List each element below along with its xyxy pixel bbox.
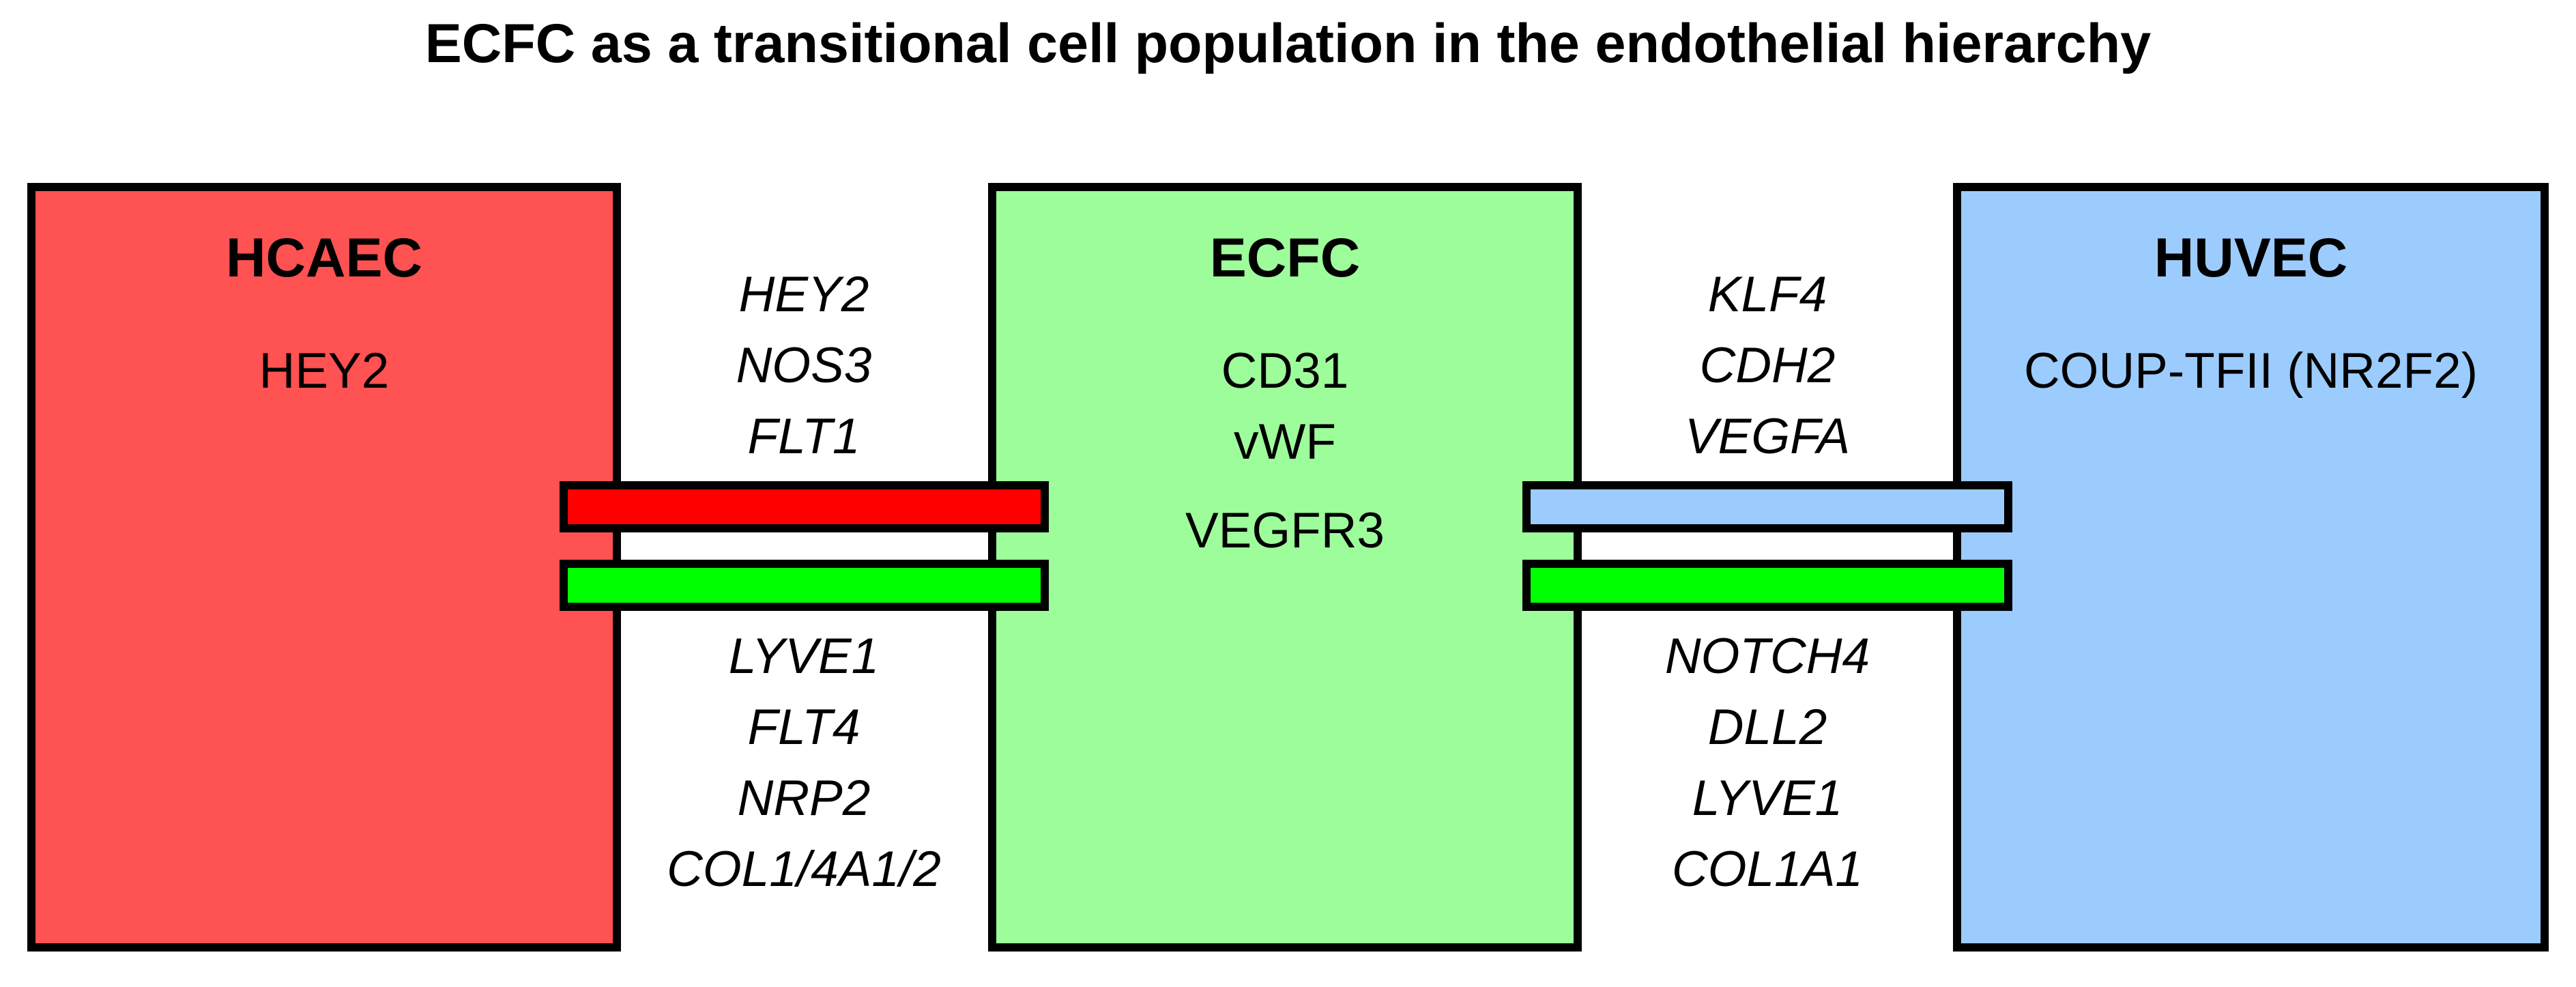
ecfc-marker-list: CD31 vWF VEGFR3	[996, 336, 1574, 567]
hcaec-ecfc-bottom-gene-list: LYVE1 FLT4 NRP2 COL1/4A1/2	[613, 621, 995, 905]
gene-label: FLT4	[747, 700, 860, 755]
gene-label: KLF4	[1707, 267, 1827, 322]
huvec-marker-list: COUP-TFII (NR2F2)	[1961, 336, 2541, 407]
gene-label: VEGFA	[1684, 409, 1851, 464]
ecfc-title: ECFC	[1209, 227, 1361, 289]
gene-label: CDH2	[1699, 338, 1836, 393]
hcaec-marker-list: HEY2	[35, 336, 613, 407]
ecfc-huvec-top-gene-list: KLF4 CDH2 VEGFA	[1576, 259, 1958, 472]
gene-label: FLT1	[747, 409, 860, 464]
ecfc-box: ECFC CD31 vWF VEGFR3	[988, 183, 1582, 952]
gene-label: COL1A1	[1672, 842, 1863, 897]
huvec-box: HUVEC COUP-TFII (NR2F2)	[1953, 183, 2549, 952]
huvec-title: HUVEC	[2154, 227, 2348, 289]
ecfc-marker: vWF	[1234, 414, 1336, 470]
ecfc-huvec-blue-bar	[1522, 481, 2012, 532]
hcaec-ecfc-top-gene-list: HEY2 NOS3 FLT1	[613, 259, 995, 472]
ecfc-marker: CD31	[1221, 343, 1349, 399]
diagram-title: ECFC as a transitional cell population i…	[424, 13, 2152, 74]
hcaec-ecfc-red-bar	[560, 481, 1049, 532]
gene-label: LYVE1	[728, 629, 880, 684]
gene-label: DLL2	[1707, 700, 1827, 755]
gene-label: LYVE1	[1692, 771, 1843, 826]
hcaec-ecfc-green-bar	[560, 560, 1049, 611]
ecfc-huvec-green-bar	[1522, 560, 2012, 611]
gene-label: HEY2	[738, 267, 869, 322]
huvec-marker: COUP-TFII (NR2F2)	[2023, 343, 2478, 399]
gene-label: NRP2	[737, 771, 871, 826]
gene-label: COL1/4A1/2	[667, 842, 941, 897]
ecfc-huvec-bottom-gene-list: NOTCH4 DLL2 LYVE1 COL1A1	[1576, 621, 1958, 905]
hcaec-title: HCAEC	[225, 227, 422, 289]
hcaec-box: HCAEC HEY2	[27, 183, 621, 952]
hcaec-marker: HEY2	[259, 343, 390, 399]
ecfc-marker: VEGFR3	[1185, 503, 1385, 558]
gene-label: NOS3	[736, 338, 872, 393]
gene-label: NOTCH4	[1664, 629, 1870, 684]
